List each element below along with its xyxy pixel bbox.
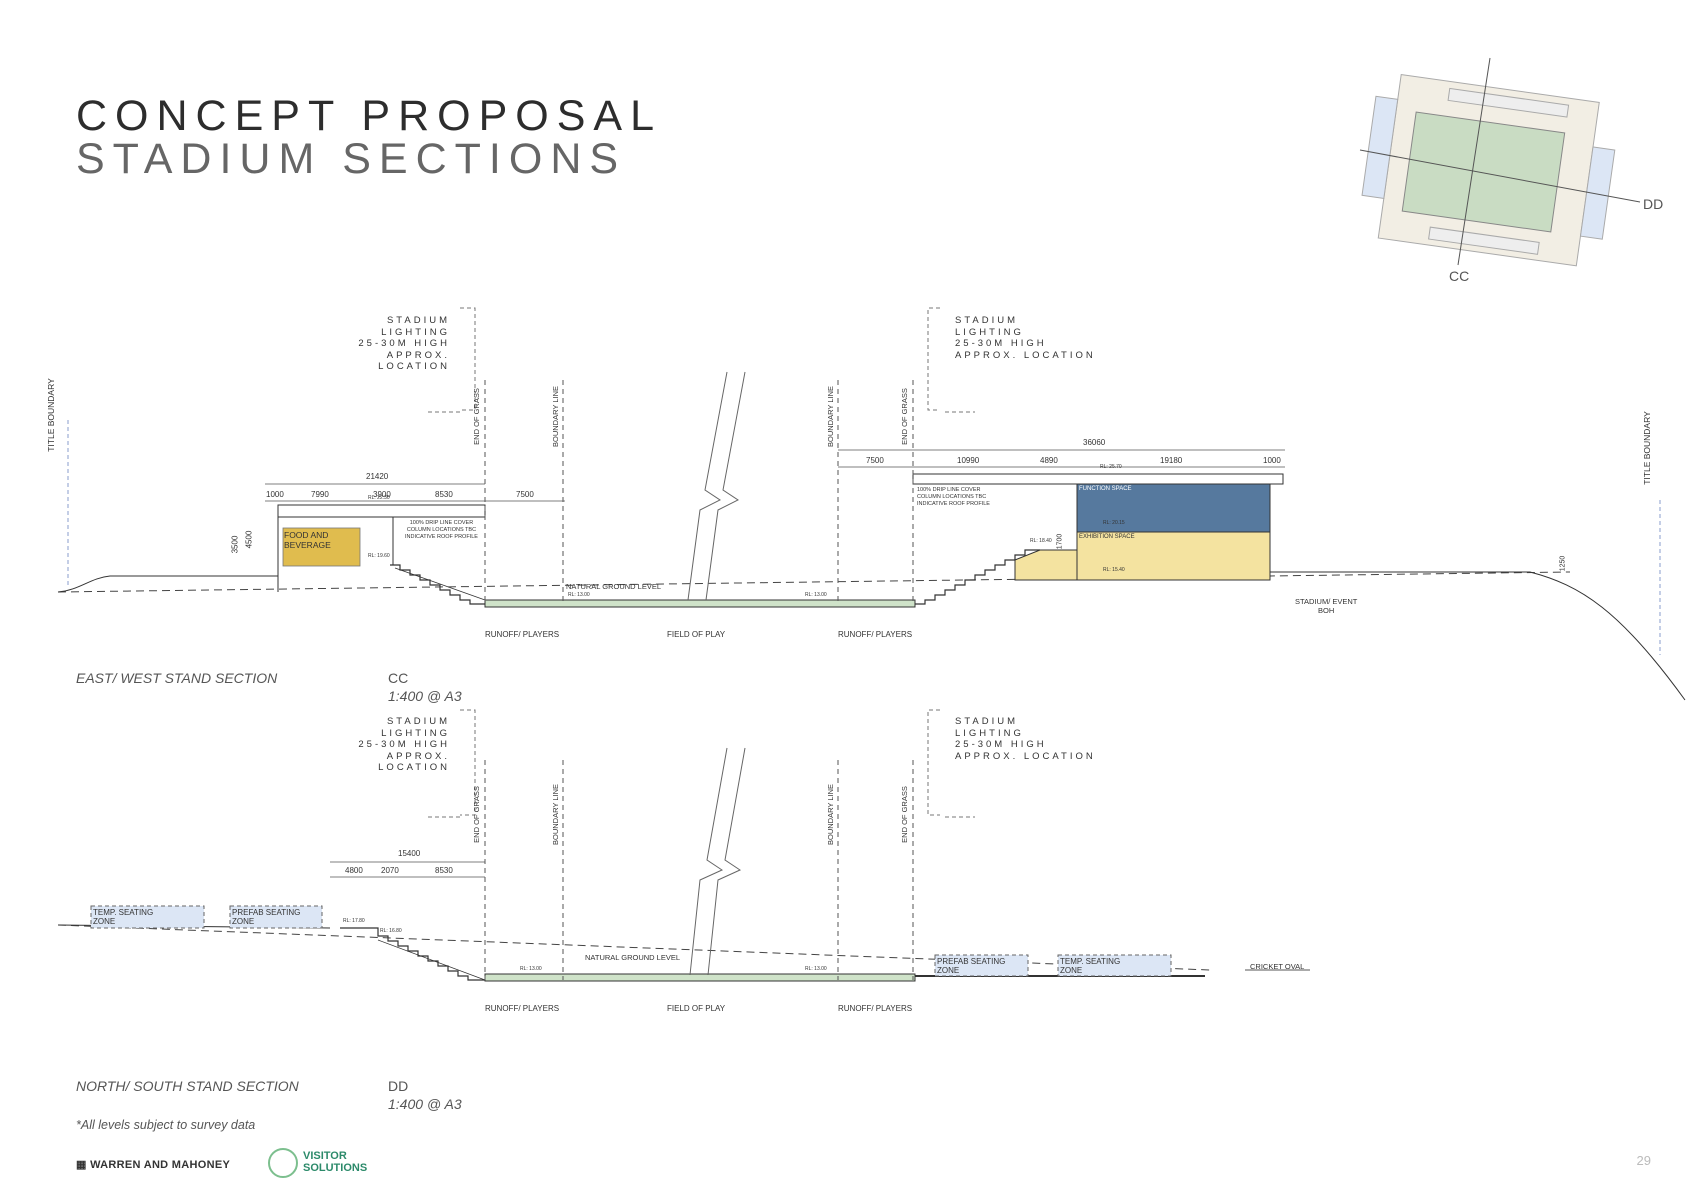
dd-natural-ground-label: NATURAL GROUND LEVEL [585, 953, 681, 962]
key-plan-label-cc: CC [1449, 268, 1470, 284]
dd-rl-4: RL: 13.00 [805, 966, 827, 972]
cc-rl-2: RL: 19.60 [368, 553, 390, 559]
dd-rl-2: RL: 16.80 [380, 928, 402, 934]
dd-temp-seating-left [90, 905, 205, 929]
cc-food-beverage-block [282, 527, 361, 567]
wm-mark-icon: ▦ [76, 1159, 87, 1171]
cc-exhibition-space-block [1076, 531, 1271, 581]
cc-rl-5: RL: 25.70 [1100, 464, 1122, 470]
cc-dim-right-4: 19180 [1160, 456, 1183, 465]
dd-prefab-seating-right [934, 954, 1029, 977]
cc-section-ref: CC [388, 670, 409, 686]
dd-stairs [340, 927, 485, 981]
cc-function-space-block [1076, 483, 1271, 533]
page-title-line1: CONCEPT PROPOSAL [76, 92, 662, 140]
cc-dim-left-2: 7990 [311, 490, 329, 499]
dd-stairs-soffit [377, 939, 486, 981]
dd-boundary-line-left-label: BOUNDARY LINE [551, 784, 560, 845]
cc-natural-ground-label: NATURAL GROUND LEVEL [566, 582, 662, 591]
dd-lighting-pole-right [927, 709, 975, 818]
visitor-solutions-icon [268, 1148, 298, 1178]
cc-dim-right-5: 1000 [1263, 456, 1281, 465]
cc-exhibition-space-label: EXHIBITION SPACE [1079, 534, 1135, 540]
dd-lighting-pole-left [428, 709, 476, 818]
dd-section-caption: NORTH/ SOUTH STAND SECTION [76, 1078, 299, 1094]
cc-break-line [687, 371, 746, 601]
page-number: 29 [1636, 1153, 1651, 1168]
footnote: *All levels subject to survey data [76, 1118, 256, 1132]
page-title-line2: STADIUM SECTIONS [76, 135, 627, 183]
dd-break-line [689, 747, 746, 976]
cc-rl-3: RL: 13.00 [568, 592, 590, 598]
cc-dim-right-3: 4890 [1040, 456, 1058, 465]
dd-section-ref: DD [388, 1078, 409, 1094]
cc-rl-1: RL: 22.30 [368, 495, 390, 501]
cc-section-caption: EAST/ WEST STAND SECTION [76, 670, 278, 686]
dd-rl-3: RL: 13.00 [520, 966, 542, 972]
cc-dim-right-1: 7500 [866, 456, 884, 465]
cc-dim-left-5: 7500 [516, 490, 534, 499]
cc-exhibition-podium [1014, 549, 1078, 581]
cc-dim-right-2: 10990 [957, 456, 980, 465]
dd-dim-total: 15400 [398, 849, 421, 858]
cc-dim-left-4: 8530 [435, 490, 453, 499]
cc-terrain-right [1270, 571, 1686, 701]
dd-section-scale: 1:400 @ A3 [388, 1096, 462, 1112]
warren-mahoney-logo: ▦ WARREN AND MAHONEY [76, 1159, 231, 1171]
dd-natural-ground-line [57, 924, 1211, 971]
dd-dim-3: 8530 [435, 866, 453, 875]
dd-cricket-oval-label: CRICKET OVAL [1250, 962, 1305, 971]
cc-terrain-left [57, 575, 278, 593]
cc-rl-4: RL: 13.00 [805, 592, 827, 598]
cc-rl-7: RL: 20.15 [1103, 520, 1125, 526]
cc-natural-ground-line [57, 571, 1571, 593]
cc-east-stairs [915, 549, 1040, 605]
dd-runoff-left: RUNOFF/ PLAYERS [485, 1004, 560, 1013]
cc-rl-8: RL: 15.40 [1103, 567, 1125, 573]
dd-runoff-right: RUNOFF/ PLAYERS [838, 1004, 913, 1013]
dd-prefab-seating-left [229, 905, 323, 929]
dd-dim-2: 2070 [381, 866, 399, 875]
dd-field-strip [484, 973, 916, 982]
cc-lighting-pole-right [927, 307, 975, 413]
cc-field-of-play: FIELD OF PLAY [667, 630, 726, 639]
dd-end-of-grass-right: END OF GRASS [899, 786, 909, 843]
dd-temp-seating-right [1057, 954, 1172, 977]
cc-west-stairs-soffit [394, 567, 486, 601]
cc-dim-total-right: 36060 [1083, 438, 1106, 447]
cc-dim-left-3: 3900 [373, 490, 391, 499]
key-plan-label-dd: DD [1643, 196, 1664, 212]
dd-rl-1: RL: 17.80 [343, 918, 365, 924]
cc-dim-left-1: 1000 [266, 490, 284, 499]
cc-dim-total-left: 21420 [366, 472, 389, 481]
cc-west-stairs [390, 564, 485, 605]
cc-section-scale: 1:400 @ A3 [388, 688, 462, 704]
dd-field-of-play: FIELD OF PLAY [667, 1004, 726, 1013]
dd-end-of-grass-left: END OF GRASS [471, 786, 481, 843]
cc-runoff-left: RUNOFF/ PLAYERS [485, 630, 560, 639]
dd-boundary-line-right-label: BOUNDARY LINE [826, 784, 835, 845]
cc-rl-6: RL: 18.40 [1030, 538, 1052, 544]
cc-lighting-pole-left [428, 307, 476, 413]
dd-dim-1: 4800 [345, 866, 363, 875]
cc-runoff-right: RUNOFF/ PLAYERS [838, 630, 913, 639]
cc-function-space-label: FUNCTION SPACE [1079, 486, 1132, 492]
